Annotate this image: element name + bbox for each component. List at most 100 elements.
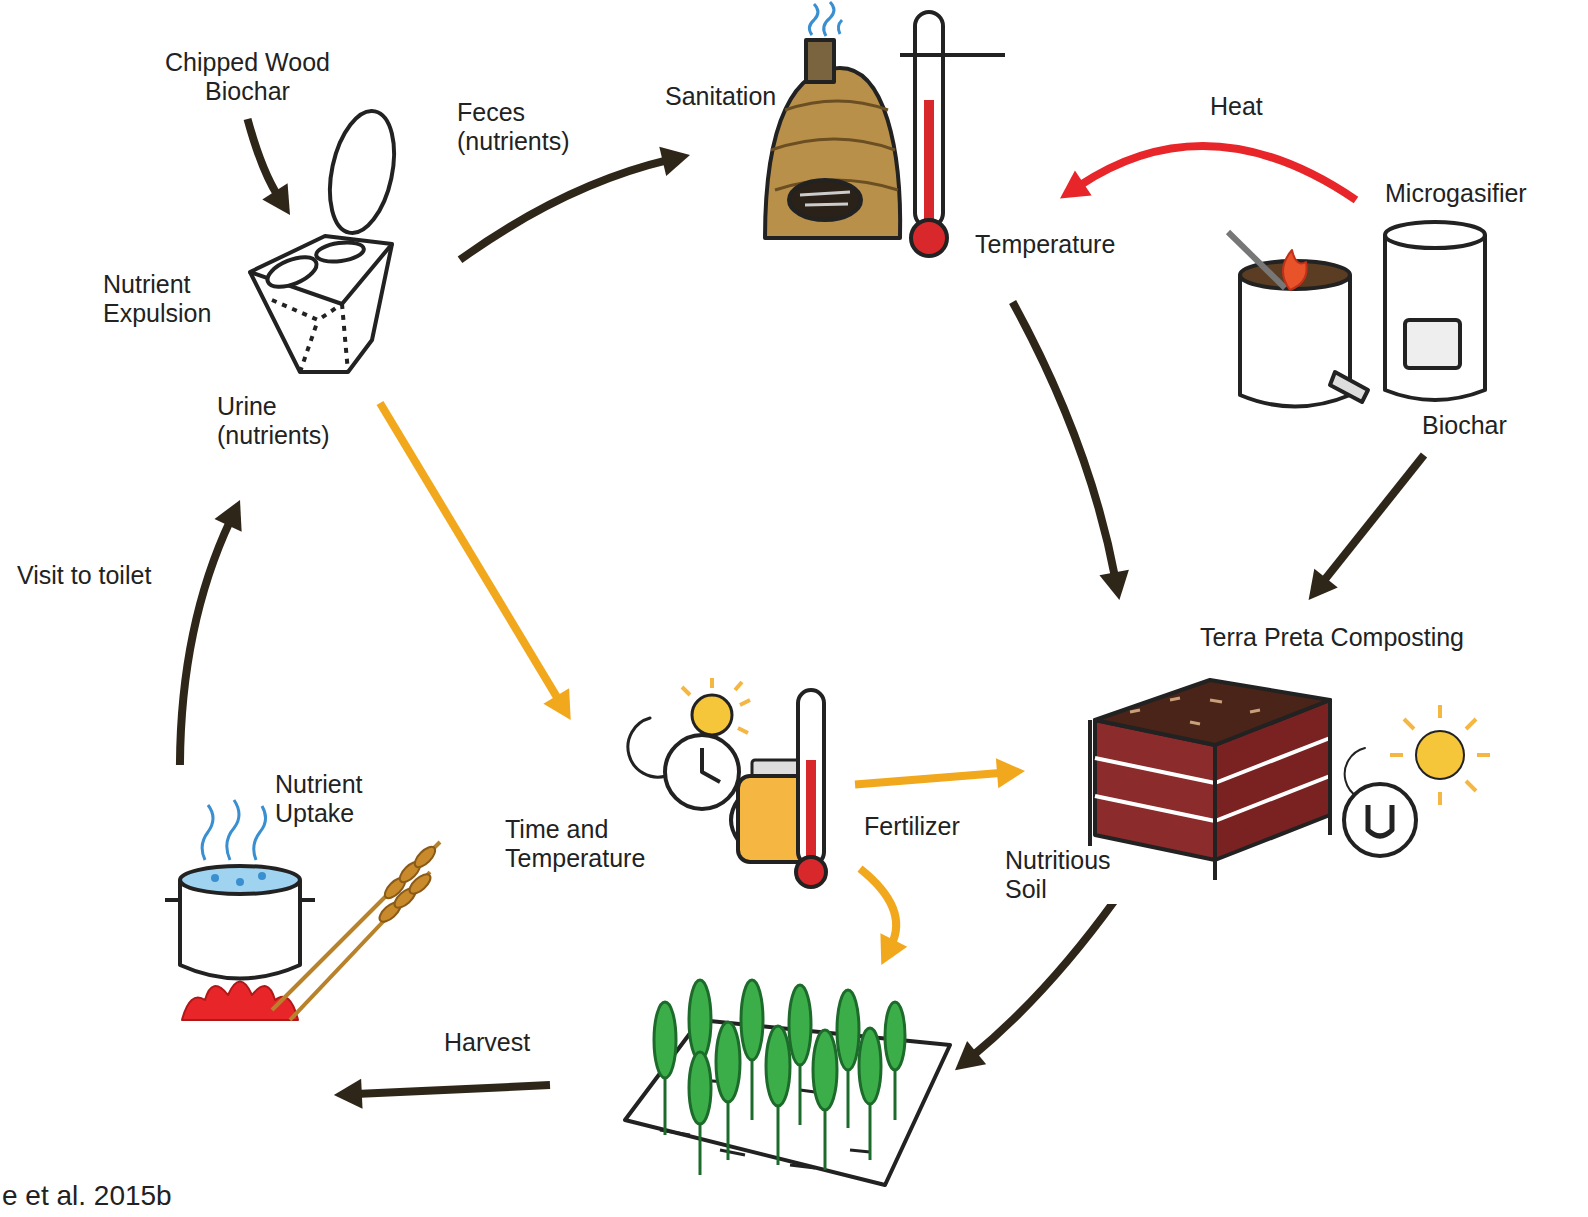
edge-label: Feces (nutrients)	[455, 98, 600, 156]
field-drawing	[625, 980, 950, 1185]
arrow-head	[996, 758, 1025, 788]
oven-drawing-part	[900, 53, 1005, 57]
arrow-head	[543, 688, 570, 720]
urine-storage-drawing	[628, 678, 826, 887]
flow-arrow	[1322, 455, 1424, 583]
edge-label: Fertilizer	[862, 812, 962, 841]
field-drawing-part-part	[837, 990, 859, 1070]
flow-arrow	[380, 403, 559, 701]
text-slot: Nutrient Uptake	[275, 770, 387, 828]
flow-arrow	[460, 160, 669, 260]
arrow-head	[334, 1079, 363, 1109]
pot-drawing-part-part	[406, 871, 433, 897]
node-label: Microgasifier	[1385, 179, 1560, 208]
microgasifier-node: Microgasifier	[1220, 175, 1560, 410]
arrow-head	[262, 183, 290, 215]
toilet-drawing-part	[342, 304, 348, 372]
edge-label: Nutritious Soil	[1003, 846, 1133, 904]
pot-drawing-part	[165, 898, 315, 902]
flow-arrow	[1078, 146, 1356, 200]
pot-drawing-part	[376, 844, 438, 926]
arrow-head	[1099, 570, 1128, 600]
edge-label-slot: Feces (nutrients)	[455, 98, 600, 156]
oven-drawing-part	[771, 101, 898, 190]
urine-storage-drawing-part	[702, 748, 720, 782]
oven-drawing-part	[924, 100, 934, 230]
pot-drawing-part	[202, 800, 265, 860]
compost-drawing-part	[1368, 805, 1392, 836]
microgasifier-drawing-part	[1283, 250, 1307, 290]
text-slot: Microgasifier	[1385, 179, 1560, 208]
pot-drawing-part	[272, 842, 440, 1020]
urine-storage-drawing-part	[682, 678, 750, 733]
field-drawing-part-part	[716, 1022, 740, 1102]
edge-label: Visit to toilet	[15, 561, 153, 590]
toilet-drawing-part	[263, 251, 320, 293]
node-label: Nutrient Uptake	[275, 770, 387, 828]
microgasifier-drawing-part	[1228, 232, 1285, 288]
field-drawing-part-part	[789, 985, 811, 1065]
pot-drawing	[165, 800, 440, 1020]
edge-label: Harvest	[442, 1028, 532, 1057]
toilet-drawing-part	[250, 236, 392, 304]
pot-drawing-part	[211, 874, 219, 882]
flow-arrow	[1013, 302, 1116, 578]
compost-drawing-part	[1390, 705, 1490, 805]
edge-label-slot: Nutritious Soil	[1003, 846, 1133, 904]
microgasifier-drawing-part	[1385, 222, 1485, 248]
toilet-drawing-part	[272, 300, 342, 320]
node-label: Chipped Wood Biochar	[150, 48, 345, 106]
urine-storage-drawing-part	[665, 735, 739, 809]
cooking-node: Nutrient Uptake	[160, 765, 445, 1035]
text-slot: Chipped Wood Biochar	[150, 48, 345, 106]
field-drawing-part-part	[689, 1052, 711, 1124]
composting-node: Terra Preta Composting	[1085, 620, 1515, 885]
urine-storage-drawing-part	[731, 800, 738, 840]
arrow-head	[1309, 569, 1338, 600]
edge-label: Biochar	[1420, 411, 1509, 440]
compost-drawing-part	[1130, 698, 1260, 724]
text-slot: Terra Preta Composting	[1200, 623, 1464, 652]
urine-storage-node: Time and Temperature	[505, 680, 870, 885]
node-label: Temperature	[975, 230, 1155, 259]
edge-label-slot: Visit to toilet	[15, 561, 153, 590]
toilet-drawing-part	[315, 240, 365, 265]
text-slot: Nutrient Expulsion	[103, 270, 238, 328]
text-slot: Sanitation	[665, 82, 795, 111]
oven-drawing	[765, 2, 1005, 256]
text-slot: Temperature	[975, 230, 1155, 259]
oven-drawing-part	[765, 68, 900, 238]
microgasifier-drawing-part	[1330, 372, 1368, 402]
flow-arrow	[248, 119, 279, 196]
arrow-head	[214, 500, 241, 532]
flow-arrow	[860, 869, 896, 946]
field-drawing-part-part	[813, 1030, 837, 1110]
oven-drawing-part	[806, 40, 834, 82]
microgasifier-drawing	[1228, 222, 1485, 407]
oven-drawing-part	[809, 2, 842, 36]
urine-storage-drawing-part	[692, 695, 732, 735]
flow-arrow	[180, 520, 231, 765]
edge-label-slot: Harvest	[442, 1028, 532, 1057]
edge-label: Heat	[1208, 92, 1265, 121]
oven-drawing-part	[911, 220, 947, 256]
toilet-drawing	[250, 105, 404, 372]
toilet-drawing-part	[300, 320, 318, 372]
arrow-head	[880, 933, 907, 965]
text-slot: Time and Temperature	[505, 815, 673, 873]
field-node	[620, 965, 955, 1210]
node-label: Terra Preta Composting	[1200, 623, 1464, 652]
oven-drawing-part	[789, 180, 861, 220]
field-drawing-part-part	[766, 1026, 790, 1106]
node-label: Nutrient Expulsion	[103, 270, 238, 328]
citation-slot: e et al. 2015b	[2, 1180, 172, 1212]
edge-label-slot: Urine (nutrients)	[215, 392, 355, 450]
pot-drawing-part	[258, 872, 266, 880]
field-drawing-part-part	[689, 980, 711, 1060]
compost-drawing-part	[1344, 784, 1416, 856]
urine-storage-drawing-part	[796, 857, 826, 887]
field-drawing-part-part	[859, 1028, 881, 1104]
